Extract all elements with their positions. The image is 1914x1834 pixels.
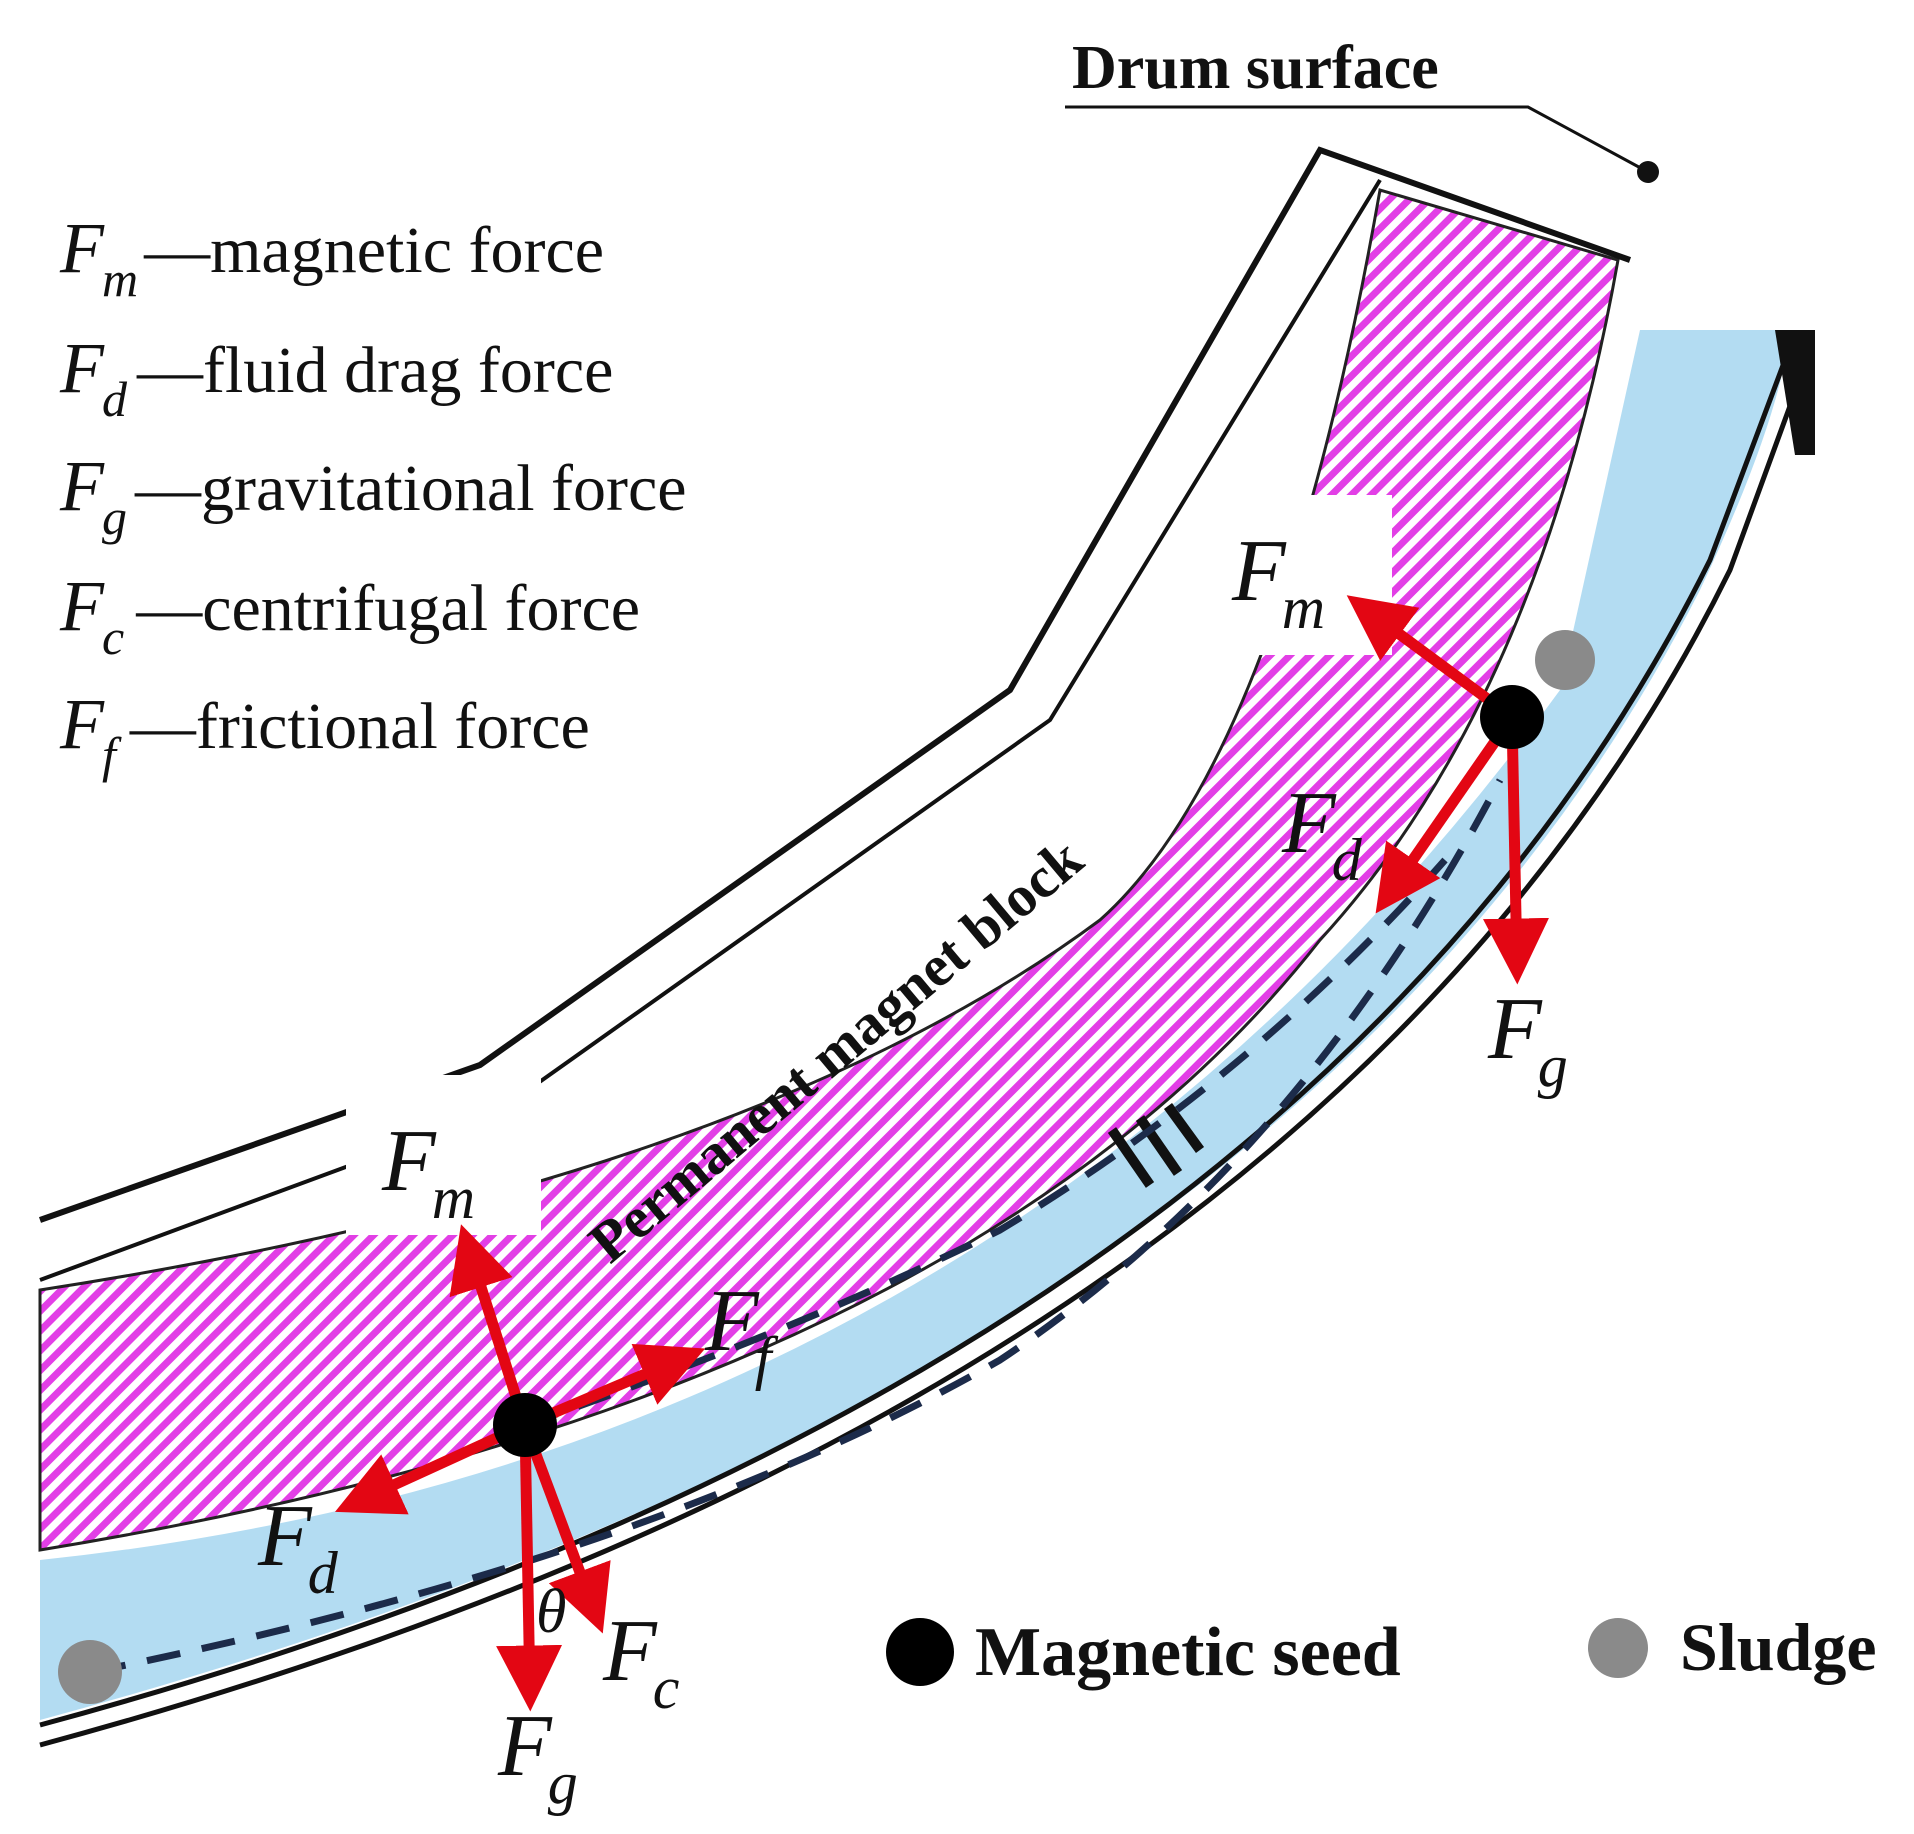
key-sludge-label: Sludge [1680, 1609, 1877, 1685]
key-magnetic-seed-label: Magnetic seed [975, 1614, 1401, 1691]
drum-end-cap [1775, 330, 1815, 455]
p1-fd-arrow [334, 1419, 528, 1515]
legend-item-fd: Fd—fluid drag force [59, 328, 613, 427]
p1-fm-label: Fm [381, 1113, 475, 1231]
drum-outer-line-2 [39, 364, 1808, 1748]
drum-surface-label: Drum surface [1072, 34, 1439, 102]
p1-fg-label: Fg [497, 1698, 578, 1816]
p1-fm-arrow [449, 1224, 531, 1427]
p1-fm-label-box [346, 1075, 541, 1235]
legend-item-ff: Ff—frictional force [59, 684, 590, 783]
p1-fd-label: Fd [257, 1488, 339, 1606]
housing-outline-inner [39, 178, 1382, 1282]
p1-ff-label: Ff [704, 1273, 779, 1391]
legend-item-fc: Fc—centrifugal force [59, 566, 640, 665]
particle-key: Magnetic seed Sludge [886, 1609, 1877, 1691]
key-magnetic-seed-icon [886, 1618, 954, 1686]
legend-item-fg: Fg—gravitational force [59, 446, 687, 545]
drum-surface-leader [1065, 105, 1649, 174]
p1-forces [334, 1224, 706, 1712]
legend-item-fm: Fm—magnetic force [59, 208, 604, 307]
sludge-particle-upper [1535, 630, 1595, 690]
p2-fg-label: Fg [1487, 981, 1568, 1099]
p1-magnetic-seed [493, 1393, 557, 1457]
sludge-particle-lower [58, 1640, 122, 1704]
key-sludge-icon [1588, 1618, 1648, 1678]
fluid-layer [40, 330, 1790, 1720]
p1-fg-arrow [496, 1424, 563, 1712]
theta-label: θ [536, 1578, 566, 1646]
p2-fm-label: Fm [1231, 523, 1325, 641]
drum-outer-line-1 [39, 359, 1788, 1728]
drum-surface-point [1637, 161, 1659, 183]
p2-magnetic-seed [1480, 685, 1544, 749]
p2-fd-arrow [1375, 713, 1517, 914]
housing-outline [39, 146, 1632, 1223]
p2-fg-arrow [1483, 716, 1550, 985]
permanent-magnet-block [38, 188, 1620, 1552]
baffle-hatch [1107, 1103, 1205, 1188]
p2-fd-label: Fd [1281, 775, 1363, 893]
force-legend: Fm—magnetic force Fd—fluid drag force Fg… [59, 208, 687, 783]
p1-fc-label: Fc [602, 1603, 679, 1721]
p1-fc-arrow [519, 1423, 611, 1634]
